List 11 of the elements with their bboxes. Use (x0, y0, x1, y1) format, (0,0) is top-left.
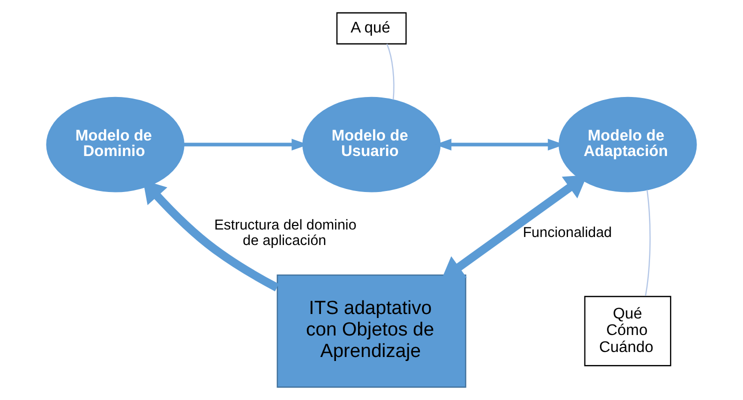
node-box: ITS adaptativo con Objetos de Aprendizaje (276, 274, 466, 388)
edge-label: Funcionalidad (522, 225, 612, 242)
node-box: Qué Cómo Cuándo (584, 296, 672, 366)
node-ellipse: Modelo de Adaptación (558, 96, 697, 192)
connector (644, 190, 651, 296)
node-box: A qué (336, 12, 407, 44)
node-ellipse: Modelo de Usuario (302, 96, 441, 192)
arrow (441, 174, 588, 280)
edge-label: Estructura del dominio de aplicación (214, 217, 356, 249)
connector (386, 44, 394, 100)
node-ellipse: Modelo de Dominio (46, 96, 184, 192)
